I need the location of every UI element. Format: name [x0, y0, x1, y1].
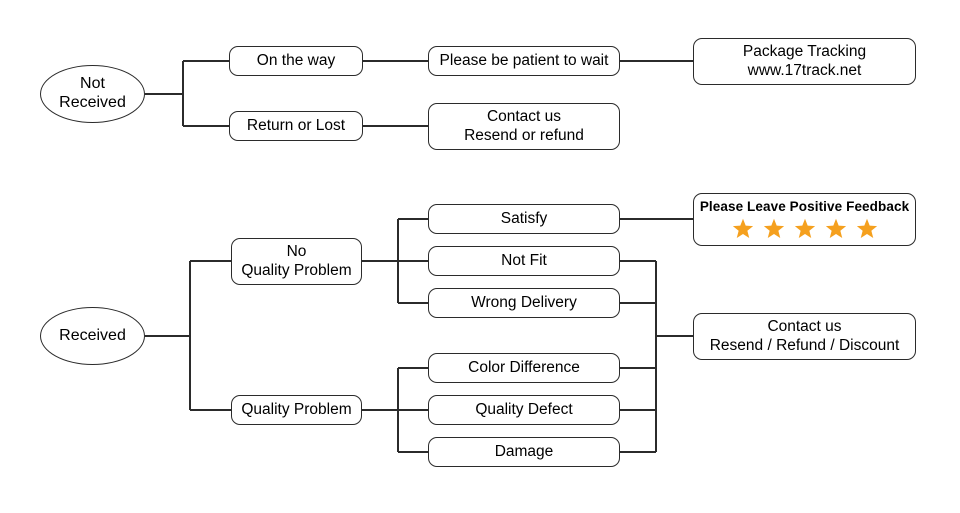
- node-wrong-delivery-label: Wrong Delivery: [471, 293, 577, 311]
- node-contact-us-top-line-1: Contact us: [486, 108, 562, 126]
- node-package-tracking-url: www.17track.net: [747, 61, 862, 79]
- node-not-received-line-1: Not: [80, 75, 105, 93]
- node-not-received[interactable]: Not Received: [40, 65, 145, 123]
- node-no-quality-problem-line-2: Quality Problem: [241, 261, 352, 279]
- node-damage[interactable]: Damage: [428, 437, 620, 467]
- node-received-label: Received: [59, 326, 126, 344]
- node-wrong-delivery[interactable]: Wrong Delivery: [428, 288, 620, 318]
- star-rating[interactable]: [732, 218, 878, 240]
- node-damage-label: Damage: [494, 442, 554, 460]
- node-contact-us-resend-refund[interactable]: Contact us Resend or refund: [428, 103, 620, 150]
- node-quality-problem-label: Quality Problem: [241, 400, 352, 418]
- node-color-difference[interactable]: Color Difference: [428, 353, 620, 383]
- node-not-fit-label: Not Fit: [501, 251, 547, 269]
- node-quality-problem[interactable]: Quality Problem: [231, 395, 362, 425]
- node-quality-defect-label: Quality Defect: [475, 400, 573, 418]
- node-return-or-lost-label: Return or Lost: [246, 116, 346, 134]
- star-icon[interactable]: [794, 218, 816, 240]
- node-positive-feedback-label: Please Leave Positive Feedback: [699, 199, 910, 215]
- node-on-the-way-label: On the way: [256, 51, 336, 69]
- star-icon[interactable]: [825, 218, 847, 240]
- node-no-quality-problem[interactable]: No Quality Problem: [231, 238, 362, 285]
- node-not-received-line-2: Received: [59, 94, 126, 111]
- node-please-be-patient-label: Please be patient to wait: [439, 51, 609, 69]
- node-color-difference-label: Color Difference: [468, 358, 580, 376]
- star-icon[interactable]: [732, 218, 754, 240]
- node-on-the-way[interactable]: On the way: [229, 46, 363, 76]
- node-quality-defect[interactable]: Quality Defect: [428, 395, 620, 425]
- node-contact-us-bottom-line-2: Resend / Refund / Discount: [709, 336, 900, 354]
- node-package-tracking[interactable]: Package Tracking www.17track.net: [693, 38, 916, 85]
- node-return-or-lost[interactable]: Return or Lost: [229, 111, 363, 141]
- node-satisfy[interactable]: Satisfy: [428, 204, 620, 234]
- node-contact-us-bottom-line-1: Contact us: [767, 318, 842, 336]
- node-please-be-patient[interactable]: Please be patient to wait: [428, 46, 620, 76]
- node-positive-feedback[interactable]: Please Leave Positive Feedback: [693, 193, 916, 246]
- node-satisfy-label: Satisfy: [500, 209, 548, 227]
- star-icon[interactable]: [856, 218, 878, 240]
- node-no-quality-problem-line-1: No: [286, 243, 307, 261]
- star-icon[interactable]: [763, 218, 785, 240]
- node-contact-us-top-line-2: Resend or refund: [464, 126, 584, 144]
- node-received[interactable]: Received: [40, 307, 145, 365]
- node-not-fit[interactable]: Not Fit: [428, 246, 620, 276]
- node-package-tracking-line-1: Package Tracking: [742, 43, 867, 61]
- node-contact-us-resend-refund-discount[interactable]: Contact us Resend / Refund / Discount: [693, 313, 916, 360]
